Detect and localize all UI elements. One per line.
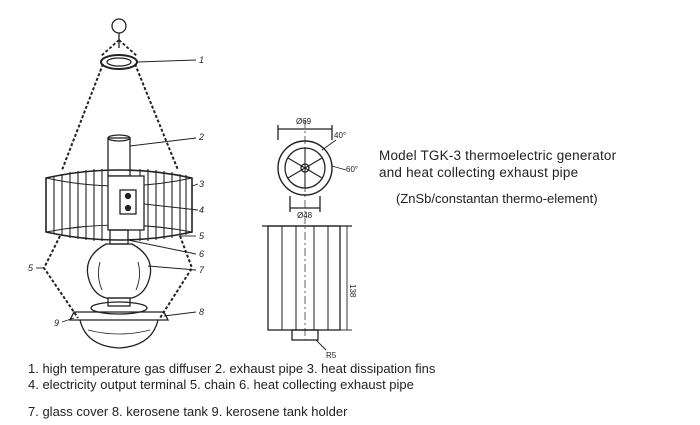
dim-height: 138 [348,284,357,298]
heat-collecting-pipe [109,229,129,245]
generator-illustration [36,18,199,349]
callout-6: 6 [199,249,204,259]
callout-7: 7 [199,265,205,275]
kerosene-tank [79,319,159,349]
dim-inner-dia: Ø48 [297,211,313,220]
leader-lines [36,59,199,323]
dim-angle-2: 60° [346,165,358,174]
legend-line-1: 1. high temperature gas diffuser 2. exha… [28,361,436,376]
dim-top-dia: Ø69 [296,117,312,126]
pipe-side-view [262,225,352,351]
caption-note: (ZnSb/constantan thermo-element) [396,191,598,206]
callout-1: 1 [199,55,204,65]
output-terminal [107,175,145,231]
legend-line-2: 4. electricity output terminal 5. chain … [28,377,414,392]
callout-2: 2 [198,132,204,142]
callout-5: 5 [199,231,205,241]
callout-numbers: 1 2 3 4 5 6 7 5 9 8 [28,55,205,328]
callout-5-left: 5 [28,263,34,273]
callout-9: 9 [54,318,59,328]
glass-cover [86,243,152,299]
caption-title: Model TGK-3 thermoelectric generator [379,148,617,163]
terminal-block [119,189,137,215]
hanging-ring [111,18,127,34]
pipe-cross-section [277,120,347,340]
callout-8: 8 [199,307,204,317]
dim-radius: R5 [326,351,337,360]
dimension-labels: Ø69 40° 60° Ø48 138 R5 [296,117,358,360]
top-chain [100,39,138,57]
chain-upper [61,63,179,171]
legend-line-3: 7. glass cover 8. kerosene tank 9. keros… [28,404,348,419]
tank-holder [68,311,170,321]
dim-angle-1: 40° [334,131,346,140]
callout-4: 4 [199,205,204,215]
callout-3: 3 [199,179,204,189]
caption-subtitle: and heat collecting exhaust pipe [379,165,579,180]
